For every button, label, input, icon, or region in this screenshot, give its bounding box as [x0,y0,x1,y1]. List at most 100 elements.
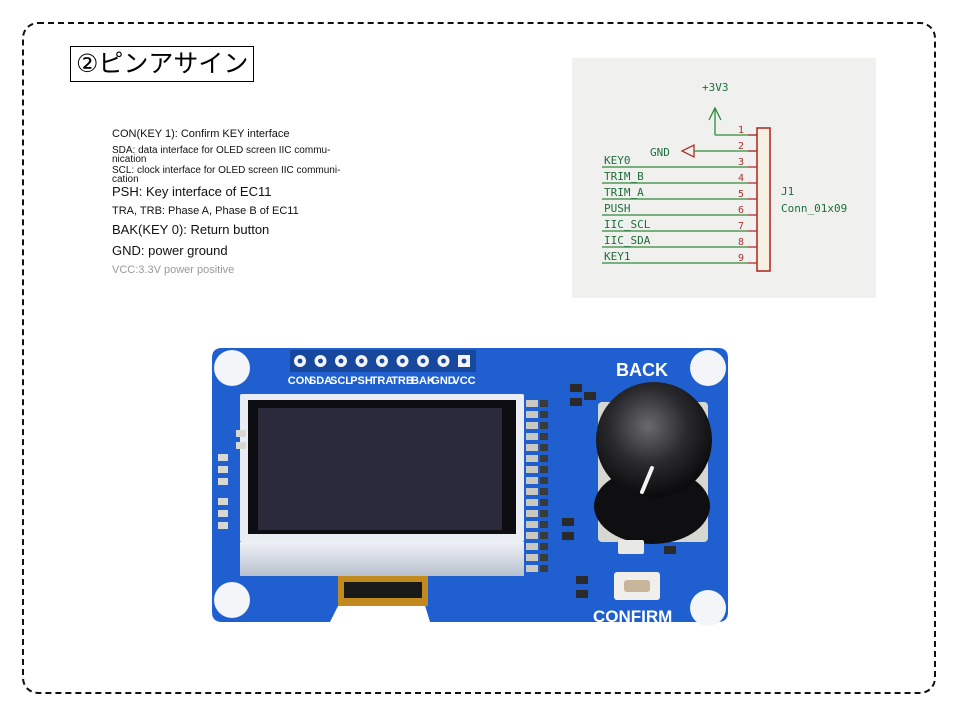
smd-component [540,455,548,462]
smd-component [236,430,246,437]
smd-component [540,532,548,539]
power-label: +3V3 [702,81,729,94]
smd-component [540,543,548,550]
note-scl: SCL: clock interface for OLED screen IIC… [112,165,341,176]
net-label: KEY0 [604,154,631,167]
smd-component [526,521,538,528]
pin-number: 1 [738,125,744,136]
smd-component [526,488,538,495]
pin-number: 5 [738,189,744,200]
smd-component [540,400,548,407]
smd-component [526,455,538,462]
smd-component [526,433,538,440]
pin-number: 3 [738,157,744,168]
oled-lower-glass [240,542,524,576]
note-con: CON(KEY 1): Confirm KEY interface [112,128,290,140]
confirm-label: CONFIRM [593,607,672,626]
header-pad-hole [420,358,426,364]
note-bak: BAK(KEY 0): Return button [112,222,270,237]
header-pads [294,355,470,367]
mount-hole-tl [214,350,250,386]
smd-component [526,499,538,506]
encoder-switch [618,540,644,554]
smd-component [218,478,228,485]
header-label: GND [431,375,456,387]
header-label: PSH [350,375,373,387]
smd-component [526,466,538,473]
smd-component [526,532,538,539]
smd-component [562,532,574,540]
pin-number: 2 [738,141,744,152]
smd-component [526,477,538,484]
header-pad-hole [441,358,446,364]
smd-component [562,518,574,526]
gnd-symbol-icon [680,143,695,159]
header-pad-hole [338,358,344,364]
header-label: CON [288,375,313,387]
smd-component [540,488,548,495]
header-label: SCL [330,375,352,387]
smd-component [540,477,548,484]
net-label: IIC_SCL [604,218,651,231]
rotary-knob[interactable] [596,382,712,498]
smd-component [664,546,676,554]
header-pad-hole [318,358,323,364]
mount-hole-tr [690,350,726,386]
pin-number: 8 [738,237,744,248]
note-gnd: GND: power ground [112,243,228,258]
net-label: PUSH [604,202,631,215]
header-label: TRB [391,375,414,387]
smd-component [540,422,548,429]
section-title: ②ピンアサイン [70,46,255,82]
header-pad-hole [359,358,364,364]
smd-component [218,522,228,529]
note-sda-cont: nication [112,154,147,165]
smd-component [218,510,228,517]
smd-component [218,498,228,505]
smd-component [526,565,538,572]
connector-ref: J1 [781,185,794,198]
note-scl-cont: cation [112,174,139,185]
smd-component [570,398,582,406]
smd-component [540,499,548,506]
knob-indicator-icon [640,466,654,494]
header-label: TRA [371,375,394,387]
smd-component [526,543,538,550]
smd-component [526,400,538,407]
smd-component [218,454,228,461]
smd-component [526,554,538,561]
mount-hole-bl [214,582,250,618]
left-components [218,430,246,529]
smd-component [540,521,548,528]
flex-ribbon-band [344,582,422,598]
mount-hole-br [690,590,726,626]
connector-pins: 123KEY04TRIM_B5TRIM_A6PUSH7IIC_SCL8IIC_S… [602,125,757,264]
smd-component [540,510,548,517]
smd-component [570,384,582,392]
smd-component [576,576,588,584]
header-pad-hole [461,358,467,364]
gnd-label: GND [650,146,670,159]
smd-component [540,554,548,561]
smd-component [526,444,538,451]
smd-component [540,444,548,451]
schematic-drawing: +3V3 GND 123KEY04TRIM_B5TRIM_A6PUSH7IIC_… [602,81,847,272]
pin-number: 9 [738,253,744,264]
smd-component [540,433,548,440]
back-label: BACK [616,360,668,380]
connector-value: Conn_01x09 [781,202,847,215]
header-label: BAK [411,375,435,387]
note-psh: PSH: Key interface of EC11 [112,184,272,199]
smd-component [526,422,538,429]
pin-number: 6 [738,205,744,216]
pin-number: 7 [738,221,744,232]
confirm-button[interactable] [624,580,650,592]
note-tra-trb: TRA, TRB: Phase A, Phase B of EC11 [112,205,299,217]
net-label: IIC_SDA [604,234,651,247]
smd-component [218,466,228,473]
smd-component [236,442,246,449]
smd-component [576,590,588,598]
note-vcc: VCC:3.3V power positive [112,264,235,276]
